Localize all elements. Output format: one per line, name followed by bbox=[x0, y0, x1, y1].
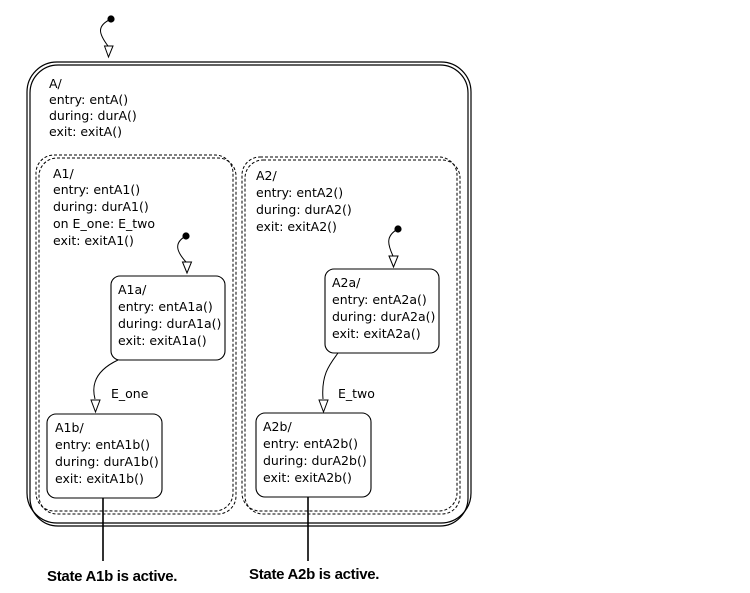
arrowhead-a bbox=[103, 45, 114, 59]
state-a1b-entry: entry: entA1b() bbox=[55, 437, 150, 452]
state-a-outline-inner bbox=[29, 64, 469, 527]
state-a2: A2/ entry: entA2() during: durA2() exit:… bbox=[241, 156, 461, 515]
transition-path-e-two bbox=[322, 352, 339, 400]
arrowhead-a1a bbox=[181, 261, 193, 275]
state-a-outline-outer bbox=[26, 61, 472, 524]
state-a1-outline-outer bbox=[35, 154, 234, 512]
state-a-during: during: durA() bbox=[49, 108, 137, 123]
state-a1a-exit: exit: exitA1a() bbox=[118, 333, 207, 348]
default-arrow-a bbox=[100, 18, 112, 47]
state-a2-outline-outer bbox=[241, 156, 458, 512]
state-a2b-name: A2b/ bbox=[263, 419, 292, 434]
state-a2a: A2a/ entry: entA2a() during: durA2a() ex… bbox=[324, 268, 440, 354]
transition-label-e-two: E_two bbox=[338, 386, 375, 401]
state-a1-outline-inner bbox=[38, 157, 237, 515]
arrowhead-a2b bbox=[318, 399, 329, 414]
state-a1-entry: entry: entA1() bbox=[53, 182, 140, 197]
state-a1a-name: A1a/ bbox=[118, 282, 147, 297]
state-a1a: A1a/ entry: entA1a() during: durA1a() ex… bbox=[110, 275, 226, 361]
default-transition-a1a bbox=[177, 232, 193, 275]
state-a1: A1/ entry: entA1() during: durA1() on E_… bbox=[35, 154, 237, 515]
state-a2a-entry: entry: entA2a() bbox=[332, 292, 427, 307]
default-transition-a bbox=[100, 15, 115, 59]
state-a1a-entry: entry: entA1a() bbox=[118, 299, 213, 314]
state-a2b-entry: entry: entA2b() bbox=[263, 436, 358, 451]
state-a2a-during: during: durA2a() bbox=[332, 309, 435, 324]
state-a1b: A1b/ entry: entA1b() during: durA1b() ex… bbox=[46, 413, 163, 499]
state-a1a-during: during: durA1a() bbox=[118, 316, 221, 331]
default-transition-a2a bbox=[388, 225, 402, 269]
state-a2-during: during: durA2() bbox=[256, 202, 352, 217]
transition-label-e-one: E_one bbox=[111, 386, 149, 401]
callout-a2b: State A2b is active. bbox=[249, 497, 380, 583]
transition-a1a-to-a1b: E_one bbox=[90, 359, 149, 414]
state-a-entry: entry: entA() bbox=[49, 92, 128, 107]
state-a1b-name: A1b/ bbox=[55, 420, 84, 435]
transition-path-e-one bbox=[93, 359, 119, 400]
state-a2-exit: exit: exitA2() bbox=[256, 219, 337, 234]
state-a2a-box bbox=[324, 268, 440, 354]
callout-a1b: State A1b is active. bbox=[47, 498, 178, 585]
state-a: A/ entry: entA() during: durA() exit: ex… bbox=[26, 61, 472, 527]
transition-a2a-to-a2b: E_two bbox=[318, 352, 375, 414]
state-a1a-box bbox=[110, 275, 226, 361]
state-a1-exit: exit: exitA1() bbox=[53, 233, 134, 248]
state-a2b-exit: exit: exitA2b() bbox=[263, 470, 352, 485]
state-a2-outline-inner bbox=[244, 159, 461, 515]
state-a-exit: exit: exitA() bbox=[49, 124, 122, 139]
state-a1-on-event: on E_one: E_two bbox=[53, 216, 155, 231]
state-a2a-name: A2a/ bbox=[332, 275, 361, 290]
state-a1-name: A1/ bbox=[53, 166, 75, 181]
default-arrow-a2a bbox=[388, 228, 399, 257]
state-a1-during: during: durA1() bbox=[53, 199, 149, 214]
state-a2b-during: during: durA2b() bbox=[263, 453, 367, 468]
state-a2-entry: entry: entA2() bbox=[256, 185, 343, 200]
state-a1b-exit: exit: exitA1b() bbox=[55, 471, 144, 486]
state-a2b: A2b/ entry: entA2b() during: durA2b() ex… bbox=[255, 412, 372, 498]
state-a2a-exit: exit: exitA2a() bbox=[332, 326, 421, 341]
arrowhead-a1b bbox=[90, 399, 101, 414]
arrowhead-a2a bbox=[388, 255, 399, 269]
callout-label-a2b: State A2b is active. bbox=[249, 566, 379, 583]
state-a2b-box bbox=[255, 412, 372, 498]
state-a1b-box bbox=[46, 413, 163, 499]
default-arrow-a1a bbox=[177, 235, 187, 263]
state-a1b-during: during: durA1b() bbox=[55, 454, 159, 469]
callout-label-a1b: State A1b is active. bbox=[47, 568, 177, 585]
state-a-name: A/ bbox=[49, 76, 63, 91]
state-a2-name: A2/ bbox=[256, 168, 278, 183]
